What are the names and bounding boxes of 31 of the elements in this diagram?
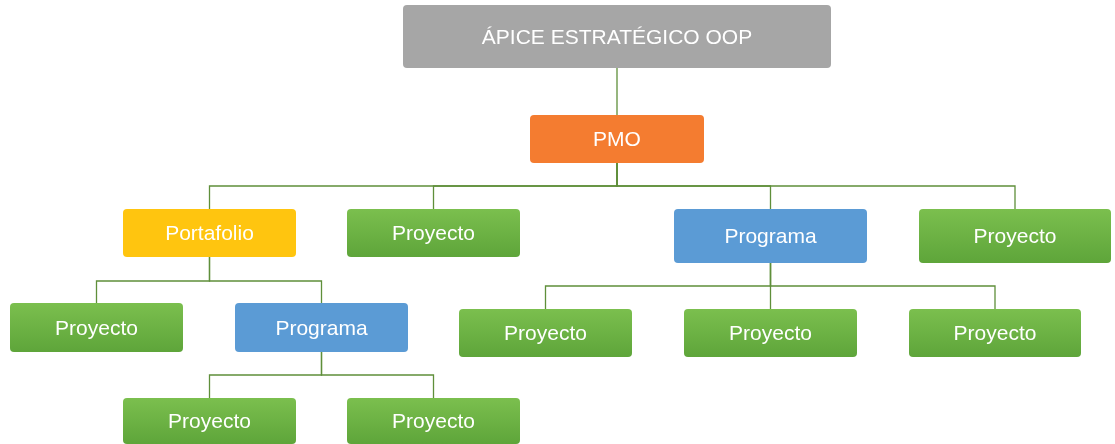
box-label: ÁPICE ESTRATÉGICO OOP	[481, 24, 753, 49]
box-label: Proyecto	[504, 321, 587, 345]
box-label: PMO	[593, 127, 641, 151]
connector-line	[769, 262, 996, 310]
box-label: Portafolio	[165, 221, 254, 245]
box-label: Proyecto	[392, 221, 475, 245]
box-label: Programa	[275, 315, 368, 340]
box-label: Proyecto	[168, 409, 251, 433]
box-label: Proyecto	[55, 315, 138, 340]
box-label: Proyecto	[392, 409, 475, 433]
org-box	[530, 115, 704, 163]
org-box	[10, 303, 183, 352]
org-box	[347, 209, 520, 257]
box-label: Programa	[724, 224, 817, 248]
connector-line	[208, 256, 323, 304]
org-box	[459, 309, 632, 357]
org-box	[347, 398, 520, 444]
org-box	[123, 209, 296, 257]
org-box	[909, 309, 1081, 357]
box-label: Proyecto	[729, 321, 812, 345]
org-box	[674, 209, 867, 263]
connector-line	[616, 162, 1016, 210]
connector-line	[616, 67, 618, 116]
org-box	[123, 398, 296, 444]
org-box	[403, 5, 831, 68]
connector-line	[320, 351, 435, 399]
org-box	[235, 303, 408, 352]
org-box	[919, 209, 1111, 263]
box-label: Proyecto	[973, 224, 1057, 248]
org-box	[684, 309, 857, 357]
box-label: Proyecto	[953, 321, 1037, 345]
